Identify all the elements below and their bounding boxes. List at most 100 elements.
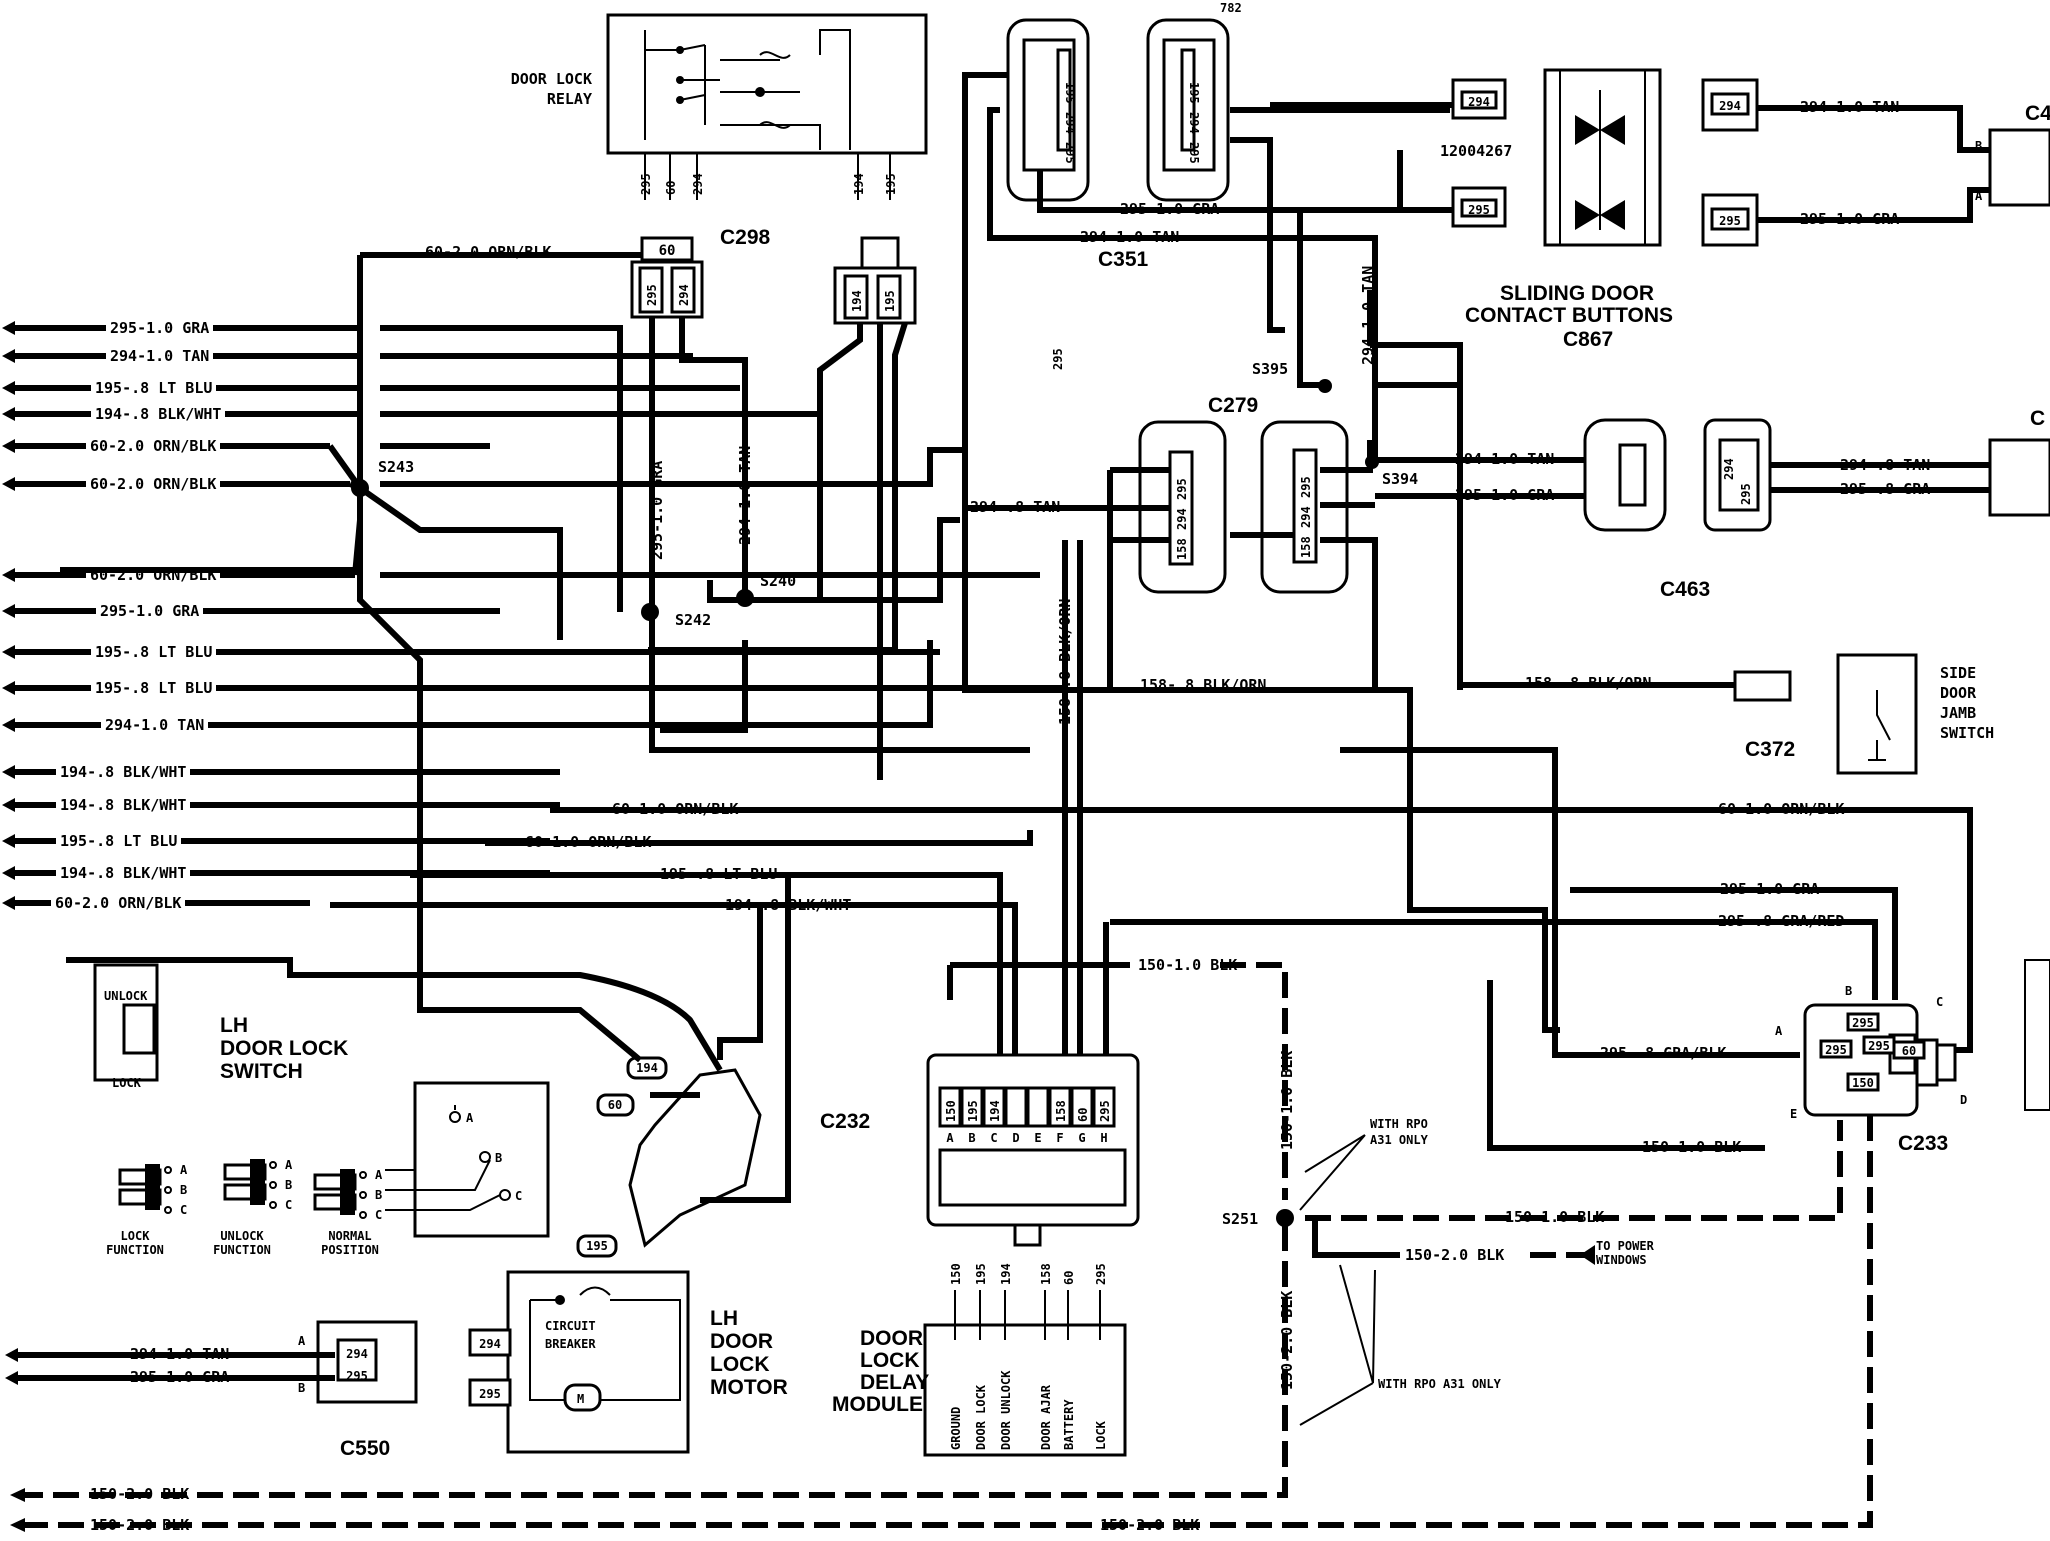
func-sym-dot (269, 1161, 277, 1169)
wire-158-c372: 158-.8 BLK/ORN (1525, 674, 1651, 692)
mid-harness: 60-1.0 ORN/BLK 60-1.0 ORN/BLK 60-1.0 ORN… (330, 747, 1973, 1156)
c233-letter-e: E (1790, 1107, 1797, 1121)
delay-label-3: DELAY (860, 1371, 929, 1394)
func-lock-1: LOCK (121, 1229, 151, 1243)
c233-label: C233 (1898, 1132, 1948, 1155)
left-wire-label: 295-1.0 GRA (110, 319, 209, 337)
wire-294-relay: 294-1.0 TAN (736, 446, 754, 545)
sliding-door-label-2: CONTACT BUTTONS (1465, 304, 1673, 327)
wire-295-gra-red: 295-.8 GRA/RED (1718, 912, 1844, 930)
func-normal-1: NORMAL (328, 1229, 371, 1243)
jamb-label-2: DOOR (1940, 684, 1977, 702)
wire-150-c233: 150-1.0 BLK (1642, 1138, 1741, 1156)
sw-pin-195: 195 (586, 1239, 608, 1253)
func-sym-letter: C (285, 1198, 292, 1212)
wire-294-c351: 294-1.0 TAN (1080, 228, 1179, 246)
c233-pin: 60 (1902, 1044, 1916, 1058)
c4-letter-a: A (1975, 189, 1983, 203)
left-wire-label: 294-1.0 TAN (105, 716, 204, 734)
c279l-pin-294: 294 (1175, 508, 1189, 530)
lh-door-lock-switch: UNLOCK LOCK LH DOOR LOCK SWITCH A B C AB… (93, 963, 550, 1257)
cb-label-2: BREAKER (545, 1337, 596, 1351)
switch-unlock: UNLOCK (104, 989, 148, 1003)
left-wire-label: 194-.8 BLK/WHT (60, 864, 186, 882)
left-wire-label-bg (51, 893, 185, 911)
c232-cell (1092, 1086, 1116, 1128)
jamb-label-3: JAMB (1940, 704, 1976, 722)
left-wire-arrow (2, 765, 15, 779)
motor-label-3: LOCK (710, 1353, 770, 1376)
splice-s242: S242 (675, 611, 711, 629)
wire-294-8-c: 294-.8 TAN (1840, 456, 1930, 474)
left-wire-label-bg (56, 762, 190, 780)
left-wire-label: 60-2.0 ORN/BLK (90, 437, 216, 455)
left-wire-arrow (2, 718, 15, 732)
wire-195-mid: 195-.8 LT BLU (660, 865, 777, 883)
func-sym-dot (164, 1166, 172, 1174)
motor-label-2: DOOR (710, 1330, 773, 1353)
wire-158-vert: 158-.8 BLK/ORN (1056, 599, 1074, 725)
c463-pin-294: 294 (1722, 458, 1736, 480)
c232-cell (960, 1086, 984, 1128)
sd-right-pin-294: 294 (1719, 99, 1741, 113)
jamb-label-4: SWITCH (1940, 724, 1994, 742)
cb-label-1: CIRCUIT (545, 1319, 596, 1333)
func-sym-dot (164, 1206, 172, 1214)
side-door-jamb: 158-.8 BLK/ORN C372 SIDE DOOR JAMB SWITC… (1460, 653, 1994, 775)
sw-c: C (515, 1189, 522, 1203)
left-wire-label: 194-.8 BLK/WHT (60, 763, 186, 781)
motor-m: M (577, 1392, 584, 1406)
left-wire-label: 194-.8 BLK/WHT (60, 796, 186, 814)
sd-pin-295: 295 (1468, 203, 1490, 217)
func-sym-dot (359, 1171, 367, 1179)
wire-60-top: 60-2.0 ORN/BLK (425, 243, 551, 261)
func-sym-letter: B (375, 1188, 382, 1202)
switch-label-2: DOOR LOCK (220, 1037, 348, 1060)
c233-pin: 295 (1825, 1043, 1847, 1057)
func-sym-bar (145, 1164, 160, 1210)
left-wire-arrow (2, 477, 15, 491)
func-sym-letter: C (375, 1208, 382, 1222)
c279l-pin-295: 295 (1175, 478, 1189, 500)
wire-60-1-right: 60-1.0 ORN/BLK (1718, 800, 1844, 818)
left-wire-label: 195-.8 LT BLU (95, 679, 212, 697)
left-wire-arrow (2, 798, 15, 812)
left-wire-label-bg (86, 474, 220, 492)
c279r-pin-158: 158 (1299, 536, 1313, 558)
label-782: 782 (1220, 1, 1242, 15)
wire-150-bot2: 150-2.0 BLK (90, 1516, 189, 1534)
delay-func-label: DOOR UNLOCK (999, 1370, 1013, 1450)
c298-pin-60: 60 (659, 243, 676, 259)
c232-cell (1070, 1086, 1094, 1128)
left-wire-arrow (2, 681, 15, 695)
left-wire-arrow (2, 407, 15, 421)
c232-cell-label: 150 (944, 1100, 958, 1122)
c279r-pin-294: 294 (1299, 506, 1313, 528)
left-wire-arrow (2, 866, 15, 880)
splice-s251: S251 (1222, 1210, 1258, 1228)
func-sym-letter: A (375, 1168, 383, 1182)
wire-150-vert-top: 150-1.0 BLK (1278, 1051, 1296, 1150)
c233-pin: 150 (1852, 1076, 1874, 1090)
func-sym-letter: B (285, 1178, 292, 1192)
power-windows-2: WINDOWS (1596, 1253, 1647, 1267)
func-sym-letter: A (180, 1163, 188, 1177)
splice-s240: S240 (760, 572, 796, 590)
c233-pin-box (1846, 1012, 1880, 1032)
wire-158-orn: 158-.8 BLK/ORN (1140, 676, 1266, 694)
sw-pin-194: 194 (636, 1061, 658, 1075)
left-wire-label: 194-.8 BLK/WHT (95, 405, 221, 423)
c4-label: C4 (2025, 102, 2050, 125)
wire-295-c4: 295-1.0 GRA (1800, 210, 1899, 228)
delay-pin-label: 60 (1062, 1271, 1076, 1285)
c298-label: C298 (720, 226, 771, 249)
left-wire-label: 295-1.0 GRA (100, 602, 199, 620)
motor-pin-295: 295 (479, 1387, 501, 1401)
left-wire-label: 60-2.0 ORN/BLK (55, 894, 181, 912)
c298-pin-295: 295 (645, 284, 659, 306)
func-sym-bar (340, 1169, 355, 1215)
c867-label: C867 (1563, 328, 1613, 351)
connector-c463: 294 295 C463 294-.8 TAN 295-.8 GRA C (1583, 407, 2050, 601)
wire-150-blk-top: 150-1.0 BLK (1138, 956, 1237, 974)
